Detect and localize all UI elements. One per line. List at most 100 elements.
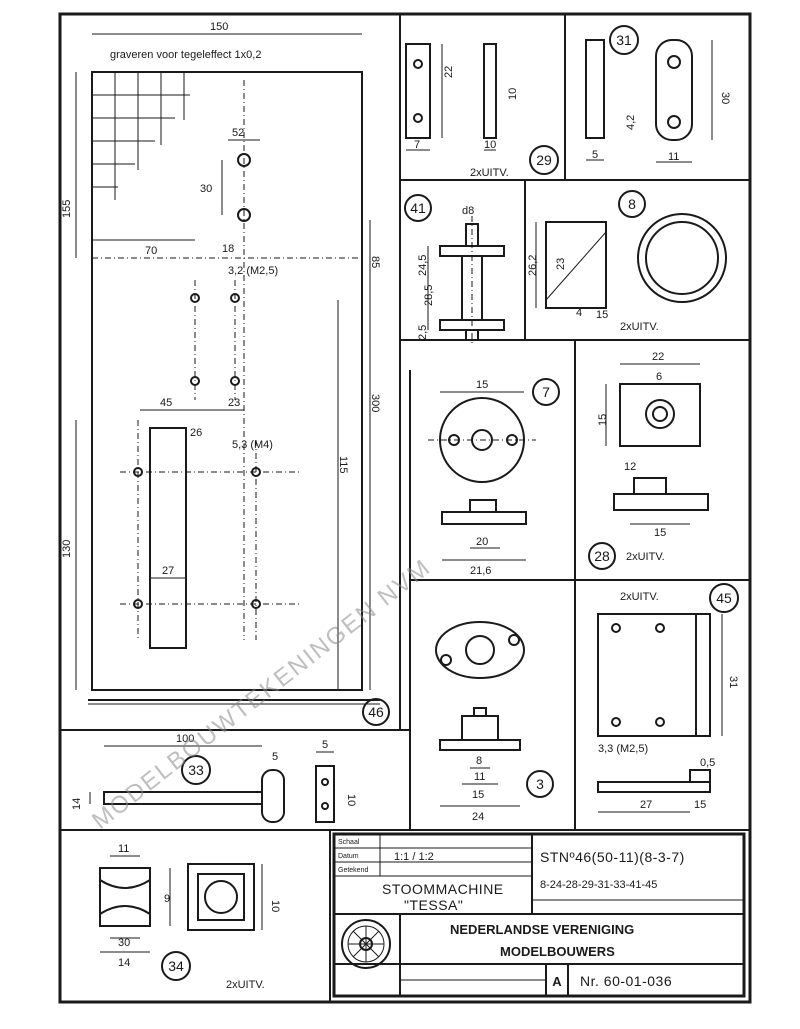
dim-46-155: 155: [61, 200, 73, 218]
dim-31-30: 30: [719, 92, 731, 104]
dim-46-70: 70: [145, 245, 157, 257]
tb-stn-line: STNº46(50-11)(8-3-7): [540, 849, 685, 865]
part-33-label-circle: [181, 755, 211, 785]
tb-label-3: Getekend: [338, 867, 368, 874]
tb-drawing-no: Nr. 60-01-036: [580, 973, 672, 989]
dim-41-285: 28,5: [423, 285, 435, 306]
dim-33-100: 100: [176, 733, 194, 745]
qty-28: 2xUITV.: [626, 551, 665, 563]
dim-8-23: 23: [555, 258, 567, 270]
dim-45-15: 15: [694, 799, 706, 811]
part-7: 15 20 21,6 7: [428, 378, 560, 577]
dim-8-15: 15: [596, 309, 608, 321]
dim-28-22: 22: [652, 351, 664, 363]
tb-label-1: Schaal: [338, 839, 360, 846]
part-28-label-circle: [588, 542, 616, 570]
dim-45-05: 0,5: [700, 757, 715, 769]
part-8-label-circle: [618, 190, 646, 218]
part-41-label-circle: [404, 194, 432, 222]
dim-7-15: 15: [476, 379, 488, 391]
nvm-logo-seal-icon: [341, 919, 391, 969]
dim-46-23: 23: [228, 397, 240, 409]
part-46-number: 46: [368, 704, 384, 720]
tb-org-2: MODELBOUWERS: [500, 944, 615, 959]
dim-8-4: 4: [576, 307, 582, 319]
dim-46-45: 45: [160, 397, 172, 409]
tb-sheet-letter: A: [552, 974, 562, 989]
dim-33-5a: 5: [272, 751, 278, 763]
dim-46-300: 300: [369, 394, 381, 412]
dim-41-245: 24,5: [417, 255, 429, 276]
dim-45-m25: 3,3 (M2,5): [598, 743, 648, 755]
dim-29-10b: 10: [507, 88, 519, 100]
dim-46-130: 130: [61, 540, 73, 558]
part-45: 2xUITV. 3,3 (M2,5) 31 27 15 0,5 45: [597, 583, 739, 813]
dim-46-hole-m4: 5,3 (M4): [232, 439, 273, 451]
tb-subject-2: "TESSA": [404, 897, 463, 913]
dim-3-24: 24: [472, 811, 484, 823]
dim-45-27: 27: [640, 799, 652, 811]
part-34: 11 10 9 30 14 2xUITV. 34: [99, 843, 281, 991]
dim-33-5b: 5: [322, 739, 328, 751]
part-41-number: 41: [410, 200, 426, 216]
part-3-label-circle: [526, 770, 554, 798]
part-46-label-circle: [362, 698, 390, 726]
part-8-number: 8: [628, 196, 636, 212]
tb-scale: 1:1 / 1:2: [394, 851, 434, 863]
dim-3-11: 11: [474, 771, 485, 783]
part-28: 22 6 15 12 15 2xUITV. 28: [588, 351, 709, 570]
dim-46-18: 18: [222, 243, 234, 255]
tb-subject-1: STOOMMACHINE: [382, 881, 504, 897]
drawing-border: [58, 12, 752, 1004]
qty-8: 2xUITV.: [620, 321, 659, 333]
dim-46-115: 115: [337, 456, 349, 474]
part-46-plate: graveren voor tegeleffect 1x0,2 150 155 …: [61, 21, 390, 726]
dim-29-10a: 10: [484, 139, 496, 151]
dim-31-42: 4,2: [625, 115, 637, 130]
part-3: 8 11 15 24 3: [435, 621, 554, 823]
part-28-number: 28: [594, 548, 610, 564]
part-34-label-circle: [161, 951, 191, 981]
dim-34-9: 9: [164, 893, 170, 905]
dim-46-width: 150: [210, 21, 228, 33]
title-block: Schaal Datum Getekend 1:1 / 1:2 STOOMMAC…: [332, 832, 746, 998]
dim-41-d8: d8: [462, 205, 474, 217]
dim-28-15b: 15: [654, 527, 666, 539]
part-45-label-circle: [709, 583, 739, 613]
part-7-label-circle: [532, 378, 560, 406]
part-7-number: 7: [542, 384, 550, 400]
part-3-number: 3: [536, 776, 544, 792]
tb-org-1: NEDERLANDSE VERENIGING: [450, 922, 634, 937]
tb-label-2: Datum: [338, 853, 359, 860]
qty-34: 2xUITV.: [226, 979, 265, 991]
part-41: d8 24,5 28,5 2,5 41: [404, 194, 505, 346]
dim-46-26: 26: [190, 427, 202, 439]
dim-29-22: 22: [443, 66, 455, 78]
dim-28-15a: 15: [597, 414, 609, 426]
dim-34-30: 30: [118, 937, 130, 949]
part-33: 100 5 5 10 14 33: [71, 733, 357, 823]
dim-34-10: 10: [269, 900, 281, 912]
dim-29-7: 7: [414, 139, 420, 151]
dim-7-216: 21,6: [470, 565, 491, 577]
dim-34-11: 11: [118, 843, 129, 855]
dim-33-10: 10: [345, 794, 357, 806]
dim-46-27: 27: [162, 565, 174, 577]
part-31-number: 31: [616, 32, 632, 48]
tb-stn-parts: 8-24-28-29-31-33-41-45: [540, 879, 657, 891]
part-31: 5 11 30 4,2 31: [585, 25, 731, 163]
dim-3-15: 15: [472, 789, 484, 801]
qty-29: 2xUITV.: [470, 167, 509, 179]
dim-46-30: 30: [200, 183, 212, 195]
dim-33-14: 14: [71, 798, 83, 810]
dim-41-25: 2,5: [417, 325, 429, 340]
qty-45: 2xUITV.: [620, 591, 659, 603]
part-31-label-circle: [609, 25, 639, 55]
part-33-number: 33: [188, 762, 204, 778]
part-29-label-circle: [529, 145, 559, 175]
dim-28-6: 6: [656, 371, 662, 383]
part-29-number: 29: [536, 152, 552, 168]
dim-46-85: 85: [369, 256, 381, 268]
